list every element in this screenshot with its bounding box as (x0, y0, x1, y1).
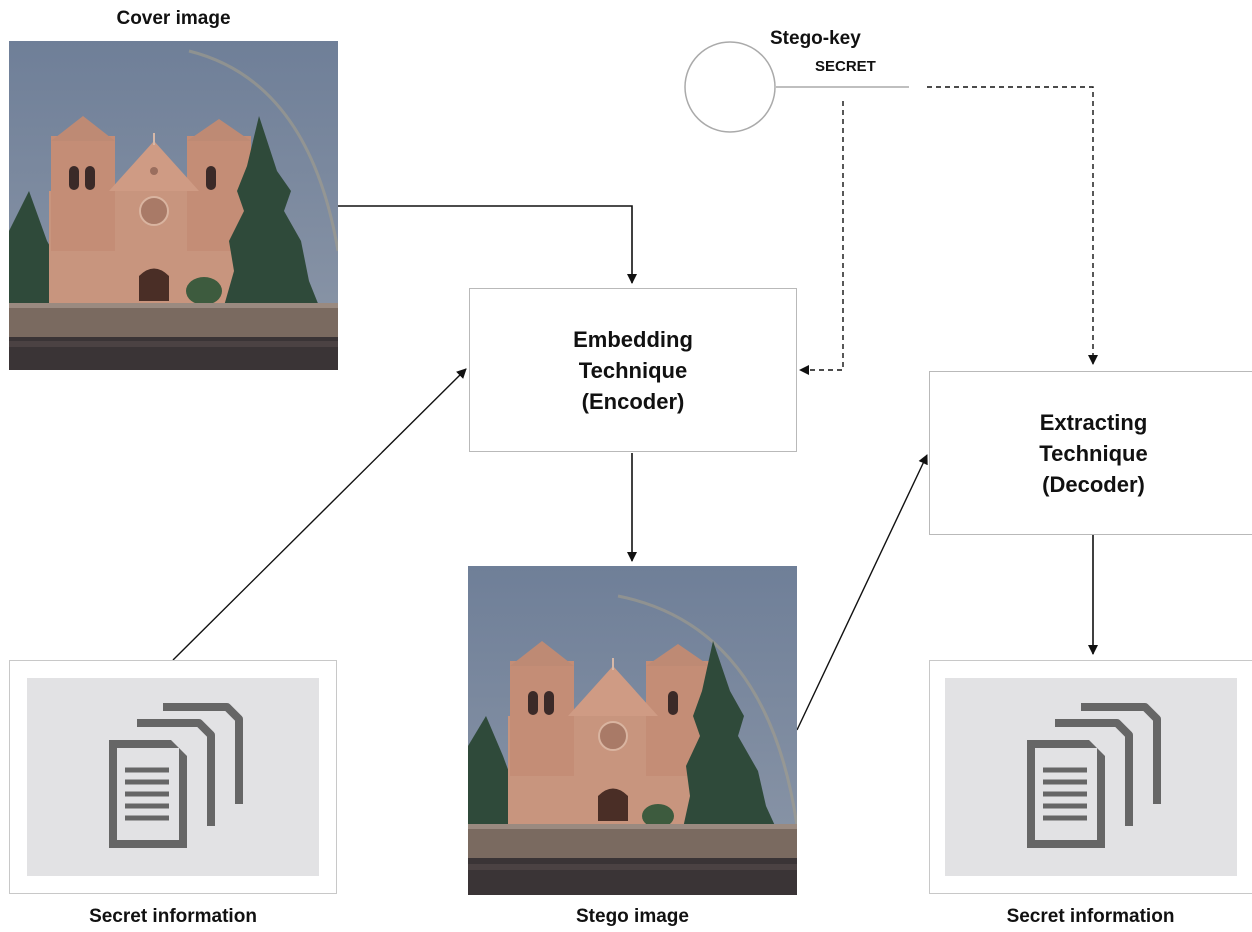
encoder-line-1: Embedding (573, 326, 693, 352)
decoder-box: Extracting Technique (Decoder) (929, 371, 1252, 535)
secret-information-left-label: Secret information (89, 906, 257, 927)
secret-information-right-frame (929, 660, 1252, 894)
encoder-line-2: Technique (578, 357, 688, 383)
document-stack-icon (109, 703, 243, 848)
encoder-box: Embedding Technique (Encoder) (469, 288, 797, 452)
secret-information-right-label: Secret information (1006, 906, 1175, 927)
cover-image (9, 41, 338, 370)
encoder-line-3: (Encoder) (581, 388, 685, 414)
stego-key-circle (684, 41, 776, 133)
stego-key-label: Stego-key (770, 28, 861, 49)
stego-key-value: SECRET (815, 58, 876, 75)
decoder-line-2: Technique (1039, 440, 1148, 466)
cover-image-label: Cover image (116, 8, 231, 29)
arrow-cover-to-encoder (338, 205, 637, 284)
document-stack-icon (1027, 703, 1161, 848)
decoder-line-1: Extracting (1039, 409, 1148, 435)
secret-information-left-panel (27, 678, 319, 876)
secret-information-left-frame (9, 660, 337, 894)
decoder-line-3: (Decoder) (1042, 471, 1145, 497)
arrow-secret-to-encoder (172, 368, 467, 661)
stego-image (468, 566, 797, 895)
arrow-key-to-decoder (927, 86, 1098, 365)
arrow-stego-to-decoder (796, 454, 928, 731)
arrow-key-to-encoder (799, 101, 844, 375)
cathedral-photo-icon (468, 566, 797, 895)
secret-information-right-panel (945, 678, 1237, 876)
cathedral-photo-icon (9, 41, 338, 370)
stego-image-label: Stego image (576, 906, 689, 927)
